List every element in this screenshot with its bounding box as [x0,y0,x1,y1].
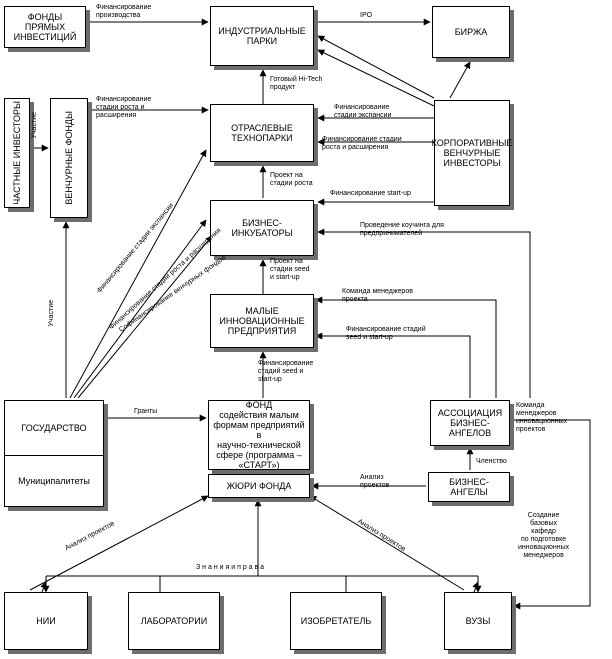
label-participation-gov: Участие [48,300,55,327]
fund-description: содействия малым формам предприятий в на… [213,410,305,470]
label-departments: Создание базовых кафедр по подготовке ин… [518,512,570,559]
private-equity-funds-box: ФОНДЫ ПРЯМЫХ ИНВЕСТИЦИЙ [4,6,86,48]
arrow-corp-to-parks-1 [317,35,435,99]
fund-title: ФОНД [245,400,273,410]
industrial-parks-box: ИНДУСТРИАЛЬНЫЕ ПАРКИ [210,6,314,66]
label-membership: Членство [476,458,507,465]
municipalities-box: Муниципалитеты [4,455,104,507]
label-project-seed: Проект на стадии seed и start-up [270,258,310,281]
label-mgr-team-assoc: Команда менеджеров инновационных проекто… [516,402,568,433]
arrow-gov-to-tech [69,149,207,399]
label-participation-private: Участие [31,112,38,139]
corporate-venture-investors-box: КОРПОРАТИВНЫЕ ВЕНЧУРНЫЕ ИНВЕСТОРЫ [432,100,512,206]
arrow-gov-to-parks [77,235,213,399]
label-finance-seed: Финансирование стадий seed и start-up [346,326,426,341]
label-ready-product: Готовый Hi-Tech продукт [270,76,323,91]
label-finance-growth: Финансирование стадии роста и расширения [96,96,152,119]
label-finance-startup-corp: Финансирование start-up [330,190,411,197]
inventor-box: ИЗОБРЕТАТЕЛЬ [290,592,382,650]
arrow-assoc-to-inc [317,228,531,398]
arrow-assoc-mgrteam-to-small [315,296,497,398]
laboratories-box: ЛАБОРАТОРИИ [128,592,220,650]
arrow-assoc-to-universities [513,419,591,610]
venture-funds-box: ВЕНЧУРНЫЕ ФОНДЫ [50,98,88,218]
label-project-growth: Проект на стадии роста [270,172,313,187]
arrow-univ-to-jury [309,495,465,591]
research-institutes-box: НИИ [4,592,88,650]
arrow-assoc-finance-to-small [315,332,471,398]
arrow-gov-to-inc [73,219,207,399]
label-grants: Гранты [134,408,158,415]
label-finance-growth-corp: Финансирование стадии роста и расширения [322,136,402,151]
label-finance-expansion: Финансирование стадии экспансии [334,104,392,119]
label-mentoring: Проведение коучинга для предпринимателей [360,222,444,237]
universities-box: ВУЗЫ [444,592,512,650]
label-knowledge-rights: З н а н и я и п р а в а [196,564,265,571]
label-finance-seed-fund: Финансирование стадий seed и start-up [258,360,314,383]
arrow-corp-to-parks-2 [317,49,435,107]
private-investors-box: ЧАСТНЫЕ ИНВЕСТОРЫ [4,98,30,208]
business-incubators-box: БИЗНЕС- ИНКУБАТОРЫ [210,200,314,256]
fund-start-box: ФОНД содействия малым формам предприятий… [208,400,310,470]
industry-technoparks-box: ОТРАСЛЕВЫЕ ТЕХНОПАРКИ [210,104,314,162]
small-innovative-enterprises-box: МАЛЫЕ ИННОВАЦИОННЫЕ ПРЕДПРИЯТИЯ [210,294,314,348]
label-project-analysis-angels: Анализ проектов [360,474,390,489]
fund-jury-box: ЖЮРИ ФОНДА [208,474,310,498]
government-box: ГОСУДАРСТВО [4,400,104,456]
arrow-nii-to-jury [29,495,209,591]
business-angels-association-box: АССОЦИАЦИЯ БИЗНЕС- АНГЕЛОВ [430,400,510,446]
exchange-box: БИРЖА [432,6,510,58]
label-pe-financing: Финансирование производства [96,4,152,19]
business-angels-box: БИЗНЕС-АНГЕЛЫ [428,472,510,502]
label-ipo: IPO [360,12,373,19]
label-mgr-team: Команда менеджеров проекта [342,288,413,303]
arrow-corp-to-exchange [449,61,471,99]
